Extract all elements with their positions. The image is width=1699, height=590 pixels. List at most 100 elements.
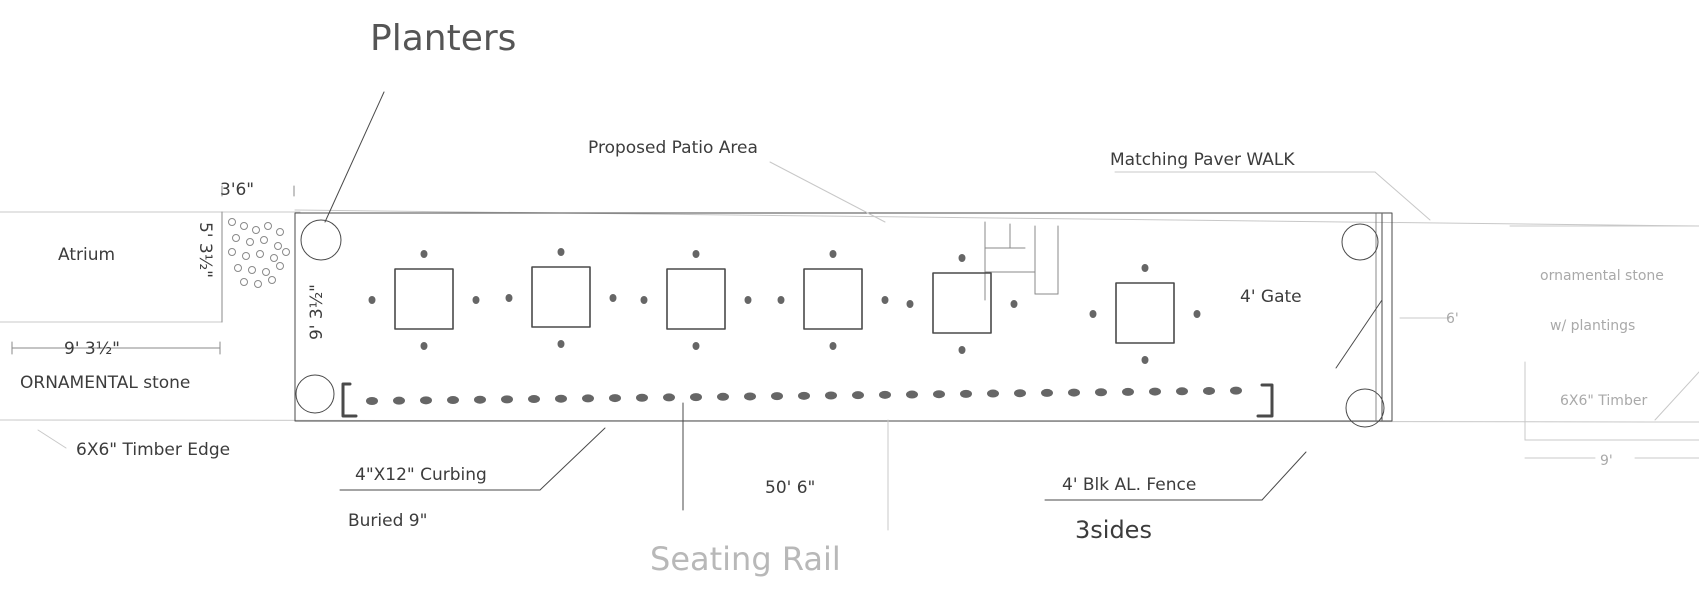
table-set: [906, 254, 1018, 354]
chair: [829, 250, 837, 258]
rail-post: [501, 395, 513, 404]
table: [932, 272, 992, 334]
rail-post: [1122, 387, 1134, 396]
chair: [557, 340, 565, 348]
rail-post: [474, 395, 486, 404]
pebble: [252, 226, 260, 234]
chair: [420, 342, 428, 350]
pebble: [256, 250, 264, 258]
pebble: [228, 218, 236, 226]
chair: [958, 346, 966, 354]
chair: [1010, 300, 1018, 308]
proposed-patio-label: Proposed Patio Area: [588, 138, 758, 158]
rail-post: [1041, 388, 1053, 397]
chair: [958, 254, 966, 262]
rail-post: [798, 391, 810, 400]
paver-step-blocks: [984, 221, 1059, 301]
planter-top-left: [300, 219, 342, 261]
chair: [609, 294, 617, 302]
rail-post: [933, 390, 945, 399]
timber-edge-leader: [37, 429, 67, 449]
right-timber-label: 6X6" Timber: [1560, 393, 1647, 409]
planter-bottom-right: [1345, 388, 1385, 428]
pebble: [262, 268, 270, 276]
rail-post: [447, 396, 459, 405]
pebble: [268, 276, 276, 284]
rail-post: [366, 397, 378, 405]
chair: [557, 248, 565, 256]
pebble: [276, 228, 284, 236]
rail-post: [1149, 387, 1161, 396]
chair: [505, 294, 513, 302]
pebble: [232, 234, 240, 242]
planters-leader-line: [324, 91, 385, 223]
pebble: [274, 242, 282, 250]
table-set: [640, 250, 752, 350]
chair: [744, 296, 752, 304]
rail-post: [717, 392, 729, 401]
seating-rail-label: Seating Rail: [650, 540, 841, 578]
rail-post: [744, 392, 756, 401]
top-boundary-line: [294, 209, 1699, 227]
paver-walk-leader: [1374, 171, 1431, 221]
pebble: [270, 254, 278, 262]
chair: [1193, 310, 1201, 318]
chair: [692, 342, 700, 350]
right-ornamental-label: ornamental stone: [1540, 268, 1664, 284]
patio-length-label: 50' 6": [765, 478, 815, 498]
chair: [1141, 264, 1149, 272]
chair: [906, 300, 914, 308]
rail-post: [663, 393, 675, 402]
curbing-label: 4"X12" Curbing: [355, 465, 487, 485]
rail-post: [690, 393, 702, 402]
table-set: [777, 250, 889, 350]
table: [803, 268, 863, 330]
patio-outline: [294, 212, 1393, 422]
pebble: [246, 238, 254, 246]
chair: [472, 296, 480, 304]
pebble: [248, 266, 256, 274]
rail-post: [555, 394, 567, 403]
pebble: [264, 222, 272, 230]
table: [1115, 282, 1175, 344]
rail-post: [393, 396, 405, 405]
rail-post: [636, 393, 648, 402]
pebble: [282, 248, 290, 256]
chair: [881, 296, 889, 304]
gate-swing: [1335, 299, 1383, 369]
chair: [640, 296, 648, 304]
patio-area-leader: [769, 161, 886, 223]
dim-9-label: 9': [1600, 453, 1613, 469]
rail-post: [1203, 386, 1215, 395]
dim-5-3-half-label: 5' 3½": [195, 222, 215, 278]
planter-top-right: [1341, 223, 1379, 261]
rail-post: [1230, 386, 1242, 395]
rail-post: [609, 394, 621, 403]
seating-rail-dots: [366, 386, 1242, 405]
curbing-leader: [539, 427, 606, 491]
dim-6-label: 6': [1446, 311, 1459, 327]
atrium-label: Atrium: [58, 245, 115, 265]
dim-3-6-label: 3'6": [220, 180, 254, 200]
table-set: [368, 250, 480, 350]
fence-label: 4' Blk AL. Fence: [1062, 475, 1196, 495]
rail-post: [852, 391, 864, 400]
rail-post: [582, 394, 594, 403]
three-sides-label: 3sides: [1075, 516, 1152, 544]
patio-tables: [368, 248, 1201, 364]
table: [394, 268, 454, 330]
rail-post: [879, 390, 891, 399]
chair: [1141, 356, 1149, 364]
right-plantings-label: w/ plantings: [1550, 318, 1635, 334]
rail-post: [906, 390, 918, 399]
table-set: [505, 248, 617, 348]
dim-9-3-half-label: 9' 3½": [64, 339, 120, 359]
chair: [692, 250, 700, 258]
chair: [1089, 310, 1097, 318]
pebble: [254, 280, 262, 288]
rail-post: [771, 392, 783, 401]
dim-9-3-half-vert-label: 9' 3½": [307, 284, 327, 340]
pebble: [240, 222, 248, 230]
ornamental-pebbles: [228, 218, 290, 288]
